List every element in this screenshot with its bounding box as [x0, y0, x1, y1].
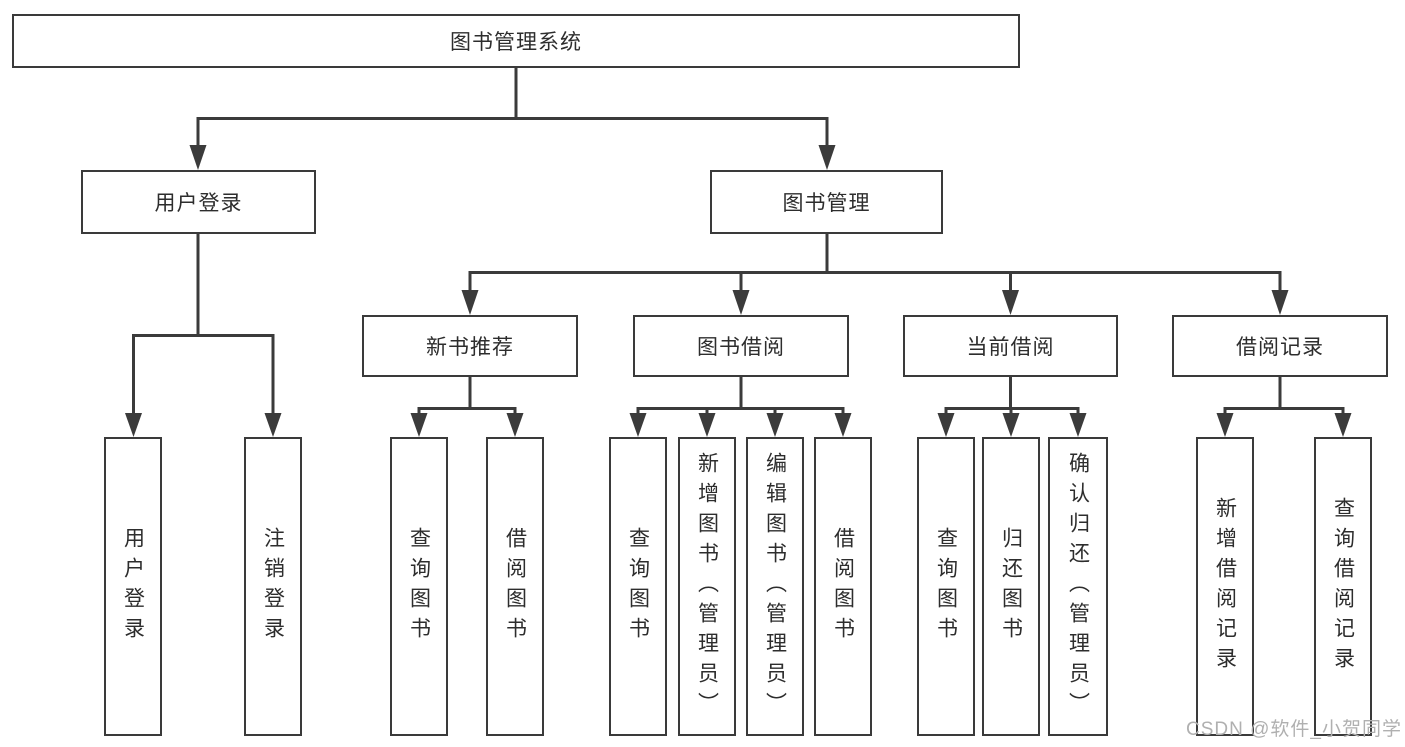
leaf-logout: 注销登录 — [244, 437, 302, 736]
leaf-query-books: 查询图书 — [609, 437, 667, 736]
node-label: 归还图书 — [999, 526, 1023, 647]
arrow-down-icon — [410, 413, 428, 437]
arrow-down-icon — [629, 413, 647, 437]
arrow-down-icon — [264, 413, 282, 437]
arrow-down-icon — [698, 413, 716, 437]
leaf-confirm-return-admin: 确认归还（管理员） — [1048, 437, 1108, 736]
arrow-down-icon — [189, 145, 207, 170]
arrow-down-icon — [1069, 413, 1087, 437]
node-current-borrowing: 当前借阅 — [903, 315, 1118, 377]
arrow-down-icon — [1271, 290, 1289, 315]
node-label: 当前借阅 — [966, 336, 1055, 359]
leaf-query-books: 查询图书 — [917, 437, 975, 736]
arrow-down-icon — [461, 290, 479, 315]
node-library-management-system: 图书管理系统 — [12, 14, 1020, 68]
node-label: 借阅记录 — [1236, 336, 1324, 359]
node-label: 借阅图书 — [503, 526, 527, 647]
node-label: 查询借阅记录 — [1331, 496, 1355, 677]
node-label: 用户登录 — [121, 526, 145, 647]
node-book-management: 图书管理 — [710, 170, 943, 234]
node-label: 注销登录 — [261, 526, 285, 647]
arrow-down-icon — [1002, 413, 1020, 437]
node-book-borrowing: 图书借阅 — [633, 315, 849, 377]
leaf-add-borrow-record: 新增借阅记录 — [1196, 437, 1254, 736]
node-label: 图书管理系统 — [450, 31, 582, 54]
arrow-down-icon — [732, 290, 750, 315]
leaf-add-book-admin: 新增图书（管理员） — [678, 437, 736, 736]
node-label: 查询图书 — [407, 526, 431, 647]
node-label: 借阅图书 — [831, 526, 855, 647]
node-label: 图书管理 — [782, 192, 871, 215]
node-label: 图书借阅 — [697, 336, 785, 359]
leaf-borrow-books: 借阅图书 — [814, 437, 872, 736]
node-label: 新增借阅记录 — [1213, 496, 1237, 677]
arrow-down-icon — [1334, 413, 1352, 437]
arrow-down-icon — [1002, 290, 1019, 315]
arrow-down-icon — [937, 413, 955, 437]
node-label: 新书推荐 — [426, 336, 514, 359]
node-label: 确认归还（管理员） — [1066, 451, 1090, 722]
csdn-watermark: CSDN @软件_小贺同学 — [1186, 719, 1402, 740]
arrow-down-icon — [506, 413, 524, 437]
arrow-down-icon — [834, 413, 852, 437]
node-new-book-recommendation: 新书推荐 — [362, 315, 578, 377]
node-label: 新增图书（管理员） — [695, 451, 719, 722]
leaf-borrow-books: 借阅图书 — [486, 437, 544, 736]
node-label: 查询图书 — [626, 526, 650, 647]
arrow-down-icon — [766, 413, 784, 437]
leaf-edit-book-admin: 编辑图书（管理员） — [746, 437, 804, 736]
node-label: 用户登录 — [154, 192, 243, 215]
node-label: 编辑图书（管理员） — [763, 451, 787, 722]
arrow-down-icon — [125, 413, 142, 437]
leaf-query-books: 查询图书 — [390, 437, 448, 736]
leaf-return-books: 归还图书 — [982, 437, 1040, 736]
arrow-down-icon — [818, 145, 836, 170]
node-user-login: 用户登录 — [81, 170, 316, 234]
arrow-down-icon — [1216, 413, 1234, 437]
node-label: 查询图书 — [934, 526, 958, 647]
node-borrowing-records: 借阅记录 — [1172, 315, 1388, 377]
leaf-user-login: 用户登录 — [104, 437, 162, 736]
leaf-query-borrow-record: 查询借阅记录 — [1314, 437, 1372, 736]
